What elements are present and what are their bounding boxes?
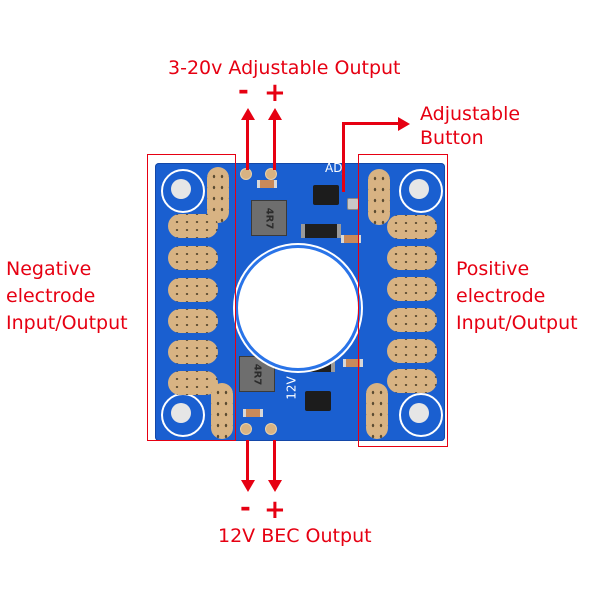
top-output-label: 3-20v Adjustable Output [168, 57, 401, 79]
positive-pad [387, 246, 437, 270]
adj-minus-arrow-stem [246, 120, 249, 170]
diode-top [301, 224, 341, 238]
mount-hole [171, 403, 191, 423]
pcb-board: ADJ 4R7 4R7 12V [155, 161, 445, 441]
mount-ring [161, 169, 205, 213]
capacitor [343, 359, 363, 367]
negative-pad [168, 246, 218, 270]
bec-output-plus-via [265, 423, 277, 435]
12v-silkscreen: 12V [284, 376, 299, 400]
inductor-label: 4R7 [263, 207, 275, 229]
negative-pad [168, 309, 218, 333]
negative-pad [168, 214, 218, 238]
positive-pad [387, 215, 437, 239]
inductor-label: 4R7 [251, 363, 263, 385]
arrow-down-icon [268, 480, 282, 492]
positive-pad [387, 369, 437, 393]
regulator-ic-top [313, 185, 339, 205]
positive-pad [366, 383, 388, 439]
capacitor [341, 235, 361, 243]
adjust-button-label-line2: Button [420, 127, 484, 149]
adjust-arrow-line [342, 122, 400, 125]
regulator-ic-bottom [305, 391, 331, 411]
positive-pad [387, 339, 437, 363]
bec-plus-arrow-stem [273, 440, 276, 482]
positive-pad [368, 169, 390, 225]
negative-pad [168, 278, 218, 302]
capacitor [257, 180, 277, 188]
adjust-arrow-stem [342, 122, 345, 192]
negative-label-line2: electrode [6, 285, 96, 307]
arrow-up-icon [241, 108, 255, 120]
mount-hole [409, 179, 429, 199]
positive-label-line2: electrode [456, 285, 546, 307]
adj-plus-arrow-stem [273, 120, 276, 170]
bottom-plus-sign: + [264, 495, 286, 525]
arrow-up-icon [268, 108, 282, 120]
mount-ring [399, 169, 443, 213]
positive-label-line3: Input/Output [456, 312, 578, 334]
top-plus-sign: + [264, 78, 286, 108]
adj-output-plus-via [265, 168, 277, 180]
center-mount-hole [235, 245, 361, 371]
negative-label-line1: Negative [6, 258, 92, 280]
negative-pad [207, 167, 229, 223]
bec-output-minus-via [240, 423, 252, 435]
bottom-minus-sign: - [240, 493, 251, 523]
arrow-right-icon [398, 117, 410, 131]
mount-hole [409, 403, 429, 423]
mount-hole [171, 179, 191, 199]
adj-silkscreen: ADJ [325, 161, 346, 175]
positive-electrode-frame [358, 154, 448, 447]
negative-electrode-frame [147, 154, 236, 441]
adjust-button-label-line1: Adjustable [420, 103, 521, 125]
positive-label-line1: Positive [456, 258, 530, 280]
mount-ring [399, 393, 443, 437]
capacitor [243, 409, 263, 417]
negative-label-line3: Input/Output [6, 312, 128, 334]
positive-pad [387, 277, 437, 301]
inductor-top: 4R7 [251, 200, 287, 236]
bec-minus-arrow-stem [246, 440, 249, 482]
negative-pad [168, 340, 218, 364]
bottom-output-label: 12V BEC Output [218, 525, 372, 547]
top-minus-sign: - [238, 76, 249, 106]
arrow-down-icon [241, 480, 255, 492]
positive-pad [387, 308, 437, 332]
negative-pad [168, 371, 218, 395]
negative-pad [211, 383, 233, 439]
